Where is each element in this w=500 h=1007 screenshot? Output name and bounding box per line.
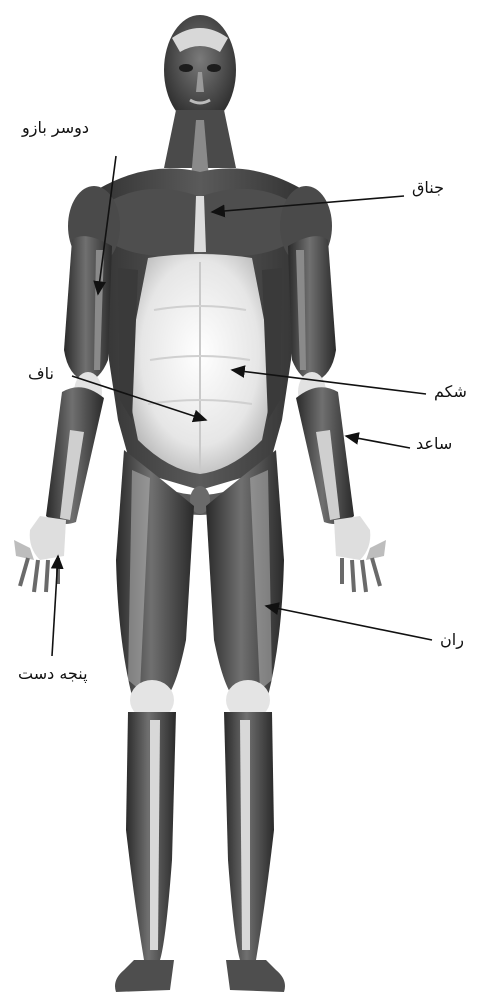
pointer-forearm [346,436,410,448]
label-navel: ناف [28,364,54,383]
label-chest: جناق [412,178,444,197]
pointer-hand [52,556,58,656]
right-leg [206,450,285,992]
pointer-thigh [266,606,432,640]
label-thigh: ران [440,630,464,649]
head [164,15,236,125]
label-hand: پنجه دست [18,664,88,683]
label-abdomen: شکم [434,382,467,401]
left-arm [14,236,112,592]
label-biceps: دوسر بازو [22,118,89,137]
right-arm [288,236,386,592]
label-forearm: ساعد [416,434,452,453]
left-leg [115,450,194,992]
